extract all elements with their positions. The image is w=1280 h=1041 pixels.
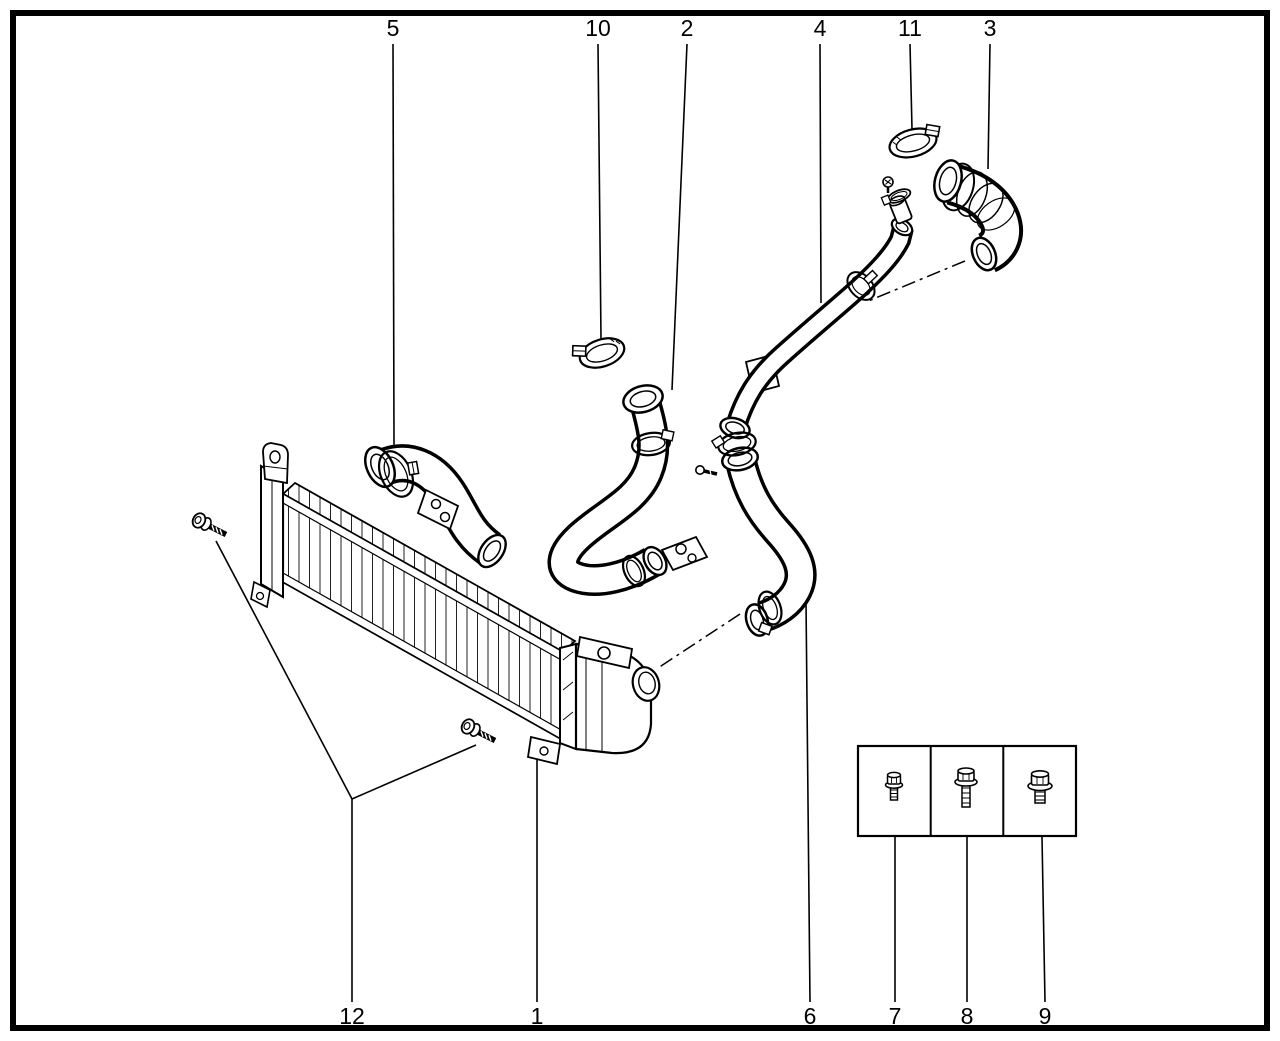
assembly-axis-line-3 [865,260,966,303]
callout-labels: 5 10 2 4 11 3 12 1 6 7 8 9 [339,15,1051,1029]
intercooler-inlet-hose [363,444,507,569]
leader-line-6 [805,600,811,1003]
charge-air-pipe [719,176,914,440]
callout-1: 1 [531,1003,544,1029]
mini-screw [882,176,894,193]
bolt-7 [884,771,904,801]
callout-3: 3 [984,15,997,41]
leader-line-4 [819,43,822,304]
callout-10: 10 [585,15,611,41]
hose-clamp-10 [571,337,626,369]
hose-6-upper-clamp [710,431,757,457]
clamp-screw-housing [757,621,773,636]
callout-6: 6 [804,1003,817,1029]
inlet-hose-clamp [377,450,420,498]
callout-12: 12 [339,1003,365,1029]
fastener-box [856,744,1078,838]
right-end-plate [559,642,577,751]
leader-line-10 [597,43,602,340]
leader-line-12-branch-b [351,744,477,800]
pipe-top-fitting [888,195,913,225]
leader-line-2 [671,43,688,391]
leader-line-11 [909,43,913,130]
hose-2-upper-clamp [631,428,675,457]
mounting-screw-a [190,511,226,535]
intermediate-charge-air-hose [547,384,718,596]
callout-2: 2 [681,15,694,41]
mounting-screw-b [459,717,495,741]
hose-2-stud-bolt [694,464,718,476]
hose-6-lower-clamp [757,590,783,626]
elbow-hose [933,159,1023,273]
callout-5: 5 [387,15,400,41]
assembly-axis-line-6 [657,613,741,669]
leader-line-12-branch-a [215,540,353,800]
callout-11: 11 [898,15,922,41]
pipe-coupling-clamp [846,269,879,301]
leader-lines [215,43,1046,1003]
bolt-8 [954,767,978,808]
page-border-frame [10,10,1270,1031]
leader-line-5 [392,43,395,448]
callout-8: 8 [961,1003,974,1029]
outlet-hose [710,431,817,637]
callout-7: 7 [889,1003,902,1029]
leader-line-3 [987,43,991,170]
bolt-9 [1027,770,1053,804]
hose-2-lower-clamp [621,554,647,588]
hose-clamp-11 [888,123,941,159]
leader-line-9 [1041,836,1046,1003]
callout-4: 4 [814,15,827,41]
callout-9: 9 [1039,1003,1052,1029]
charge-air-cooler [250,442,661,766]
